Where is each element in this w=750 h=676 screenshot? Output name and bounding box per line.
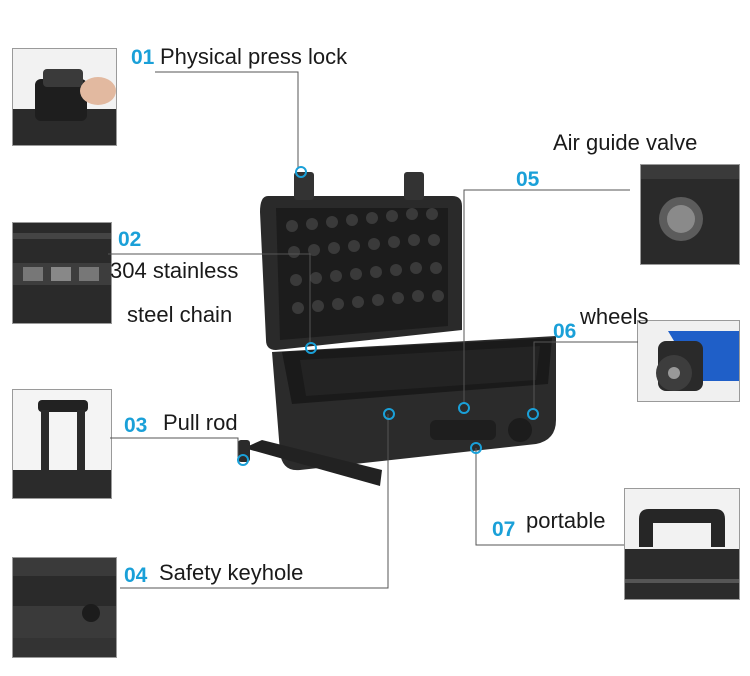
thumb-handle (624, 488, 740, 600)
callout-03-label: Pull rod (163, 410, 238, 435)
marker-pull-rod (237, 454, 249, 466)
keyhole-photo-icon (13, 558, 116, 657)
press-lock-photo-icon (13, 49, 116, 145)
valve-photo-icon (641, 165, 739, 264)
callout-06-number: 06 (553, 320, 577, 343)
handle-photo-icon (625, 489, 739, 599)
callout-06-label: wheels (580, 304, 649, 329)
callout-05-label: Air guide valve (553, 130, 698, 155)
callout-07-number: 07 (492, 518, 516, 541)
marker-wheels (527, 408, 539, 420)
thumb-hinge (12, 222, 112, 324)
thumb-wheel (637, 320, 740, 402)
thumb-keyhole (12, 557, 117, 658)
callout-04-number: 04 (124, 564, 148, 587)
callout-07-label: portable (526, 508, 606, 533)
callout-01-number: 01 (131, 46, 155, 69)
callout-04-label: Safety keyhole (159, 560, 304, 585)
marker-hinge (305, 342, 317, 354)
callout-02-number: 02 (118, 228, 142, 251)
thumb-valve (640, 164, 740, 265)
marker-press-lock (295, 166, 307, 178)
callout-02-label-line2: steel chain (127, 302, 233, 327)
callout-03-number: 03 (124, 414, 148, 437)
marker-keyhole (383, 408, 395, 420)
thumb-pull-rod (12, 389, 112, 499)
hinge-photo-icon (13, 223, 111, 323)
callout-05-number: 05 (516, 168, 540, 191)
marker-valve (458, 402, 470, 414)
pull-rod-photo-icon (13, 390, 111, 498)
thumb-press-lock (12, 48, 117, 146)
callout-02-label-line1: 304 stainless (110, 258, 239, 283)
callout-01-label: Physical press lock (160, 44, 348, 69)
wheel-photo-icon (638, 321, 739, 401)
marker-handle (470, 442, 482, 454)
